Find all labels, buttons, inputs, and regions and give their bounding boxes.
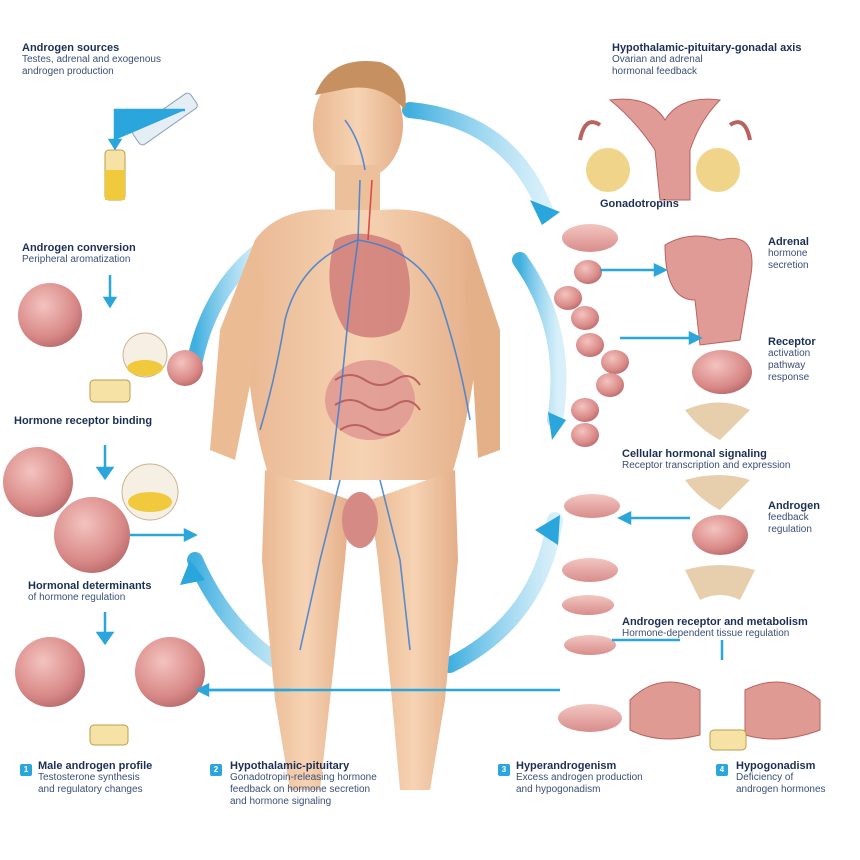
label-hpg-axis: Hypothalamic-pituitary-gonadal axis Ovar… (612, 42, 802, 77)
footer-item-3: Hyperandrogenism Excess androgen product… (516, 760, 643, 795)
right-discs (554, 224, 629, 732)
label-gonadotropins: Gonadotropins (600, 198, 679, 210)
label-androgen-sources: Androgen sources Testes, adrenal and exo… (22, 42, 161, 77)
footer-number-badge: 4 (716, 764, 728, 776)
syringe-illustration (104, 92, 198, 201)
footer-item-2: Hypothalamic-pituitary Gonadotropin-rele… (230, 760, 377, 807)
footer-number-badge: 2 (210, 764, 222, 776)
right-glands (629, 235, 821, 751)
label-adrenal-secretion: Adrenal hormone secretion (768, 236, 809, 271)
right-arrows (195, 262, 724, 698)
arc-right-mid (512, 252, 567, 428)
footer-number-badge: 3 (498, 764, 510, 776)
label-receptor-binding: Hormone receptor binding (14, 415, 153, 427)
label-hormonal-determinants: Hormonal determinants of hormone regulat… (28, 580, 152, 603)
footer-item-4: Hypogonadism Deficiency of androgen horm… (736, 760, 826, 795)
uterus-illustration (578, 98, 752, 201)
label-receptor-activation: Receptor activation pathway response (768, 336, 816, 383)
arc-right-lower (442, 512, 563, 673)
footer-number-badge: 1 (20, 764, 32, 776)
label-cellular-signaling: Cellular hormonal signaling Receptor tra… (622, 448, 791, 471)
arc-arrowheads (180, 200, 566, 585)
label-androgen-metabolism: Androgen receptor and metabolism Hormone… (622, 616, 808, 639)
arc-top-right (402, 102, 553, 218)
left-cells (3, 283, 205, 746)
footer-item-1: Male androgen profile Testosterone synth… (38, 760, 153, 795)
label-androgen-feedback: Androgen feedback regulation (768, 500, 820, 535)
label-androgen-conversion: Androgen conversion Peripheral aromatiza… (22, 242, 136, 265)
human-figure (210, 60, 500, 790)
